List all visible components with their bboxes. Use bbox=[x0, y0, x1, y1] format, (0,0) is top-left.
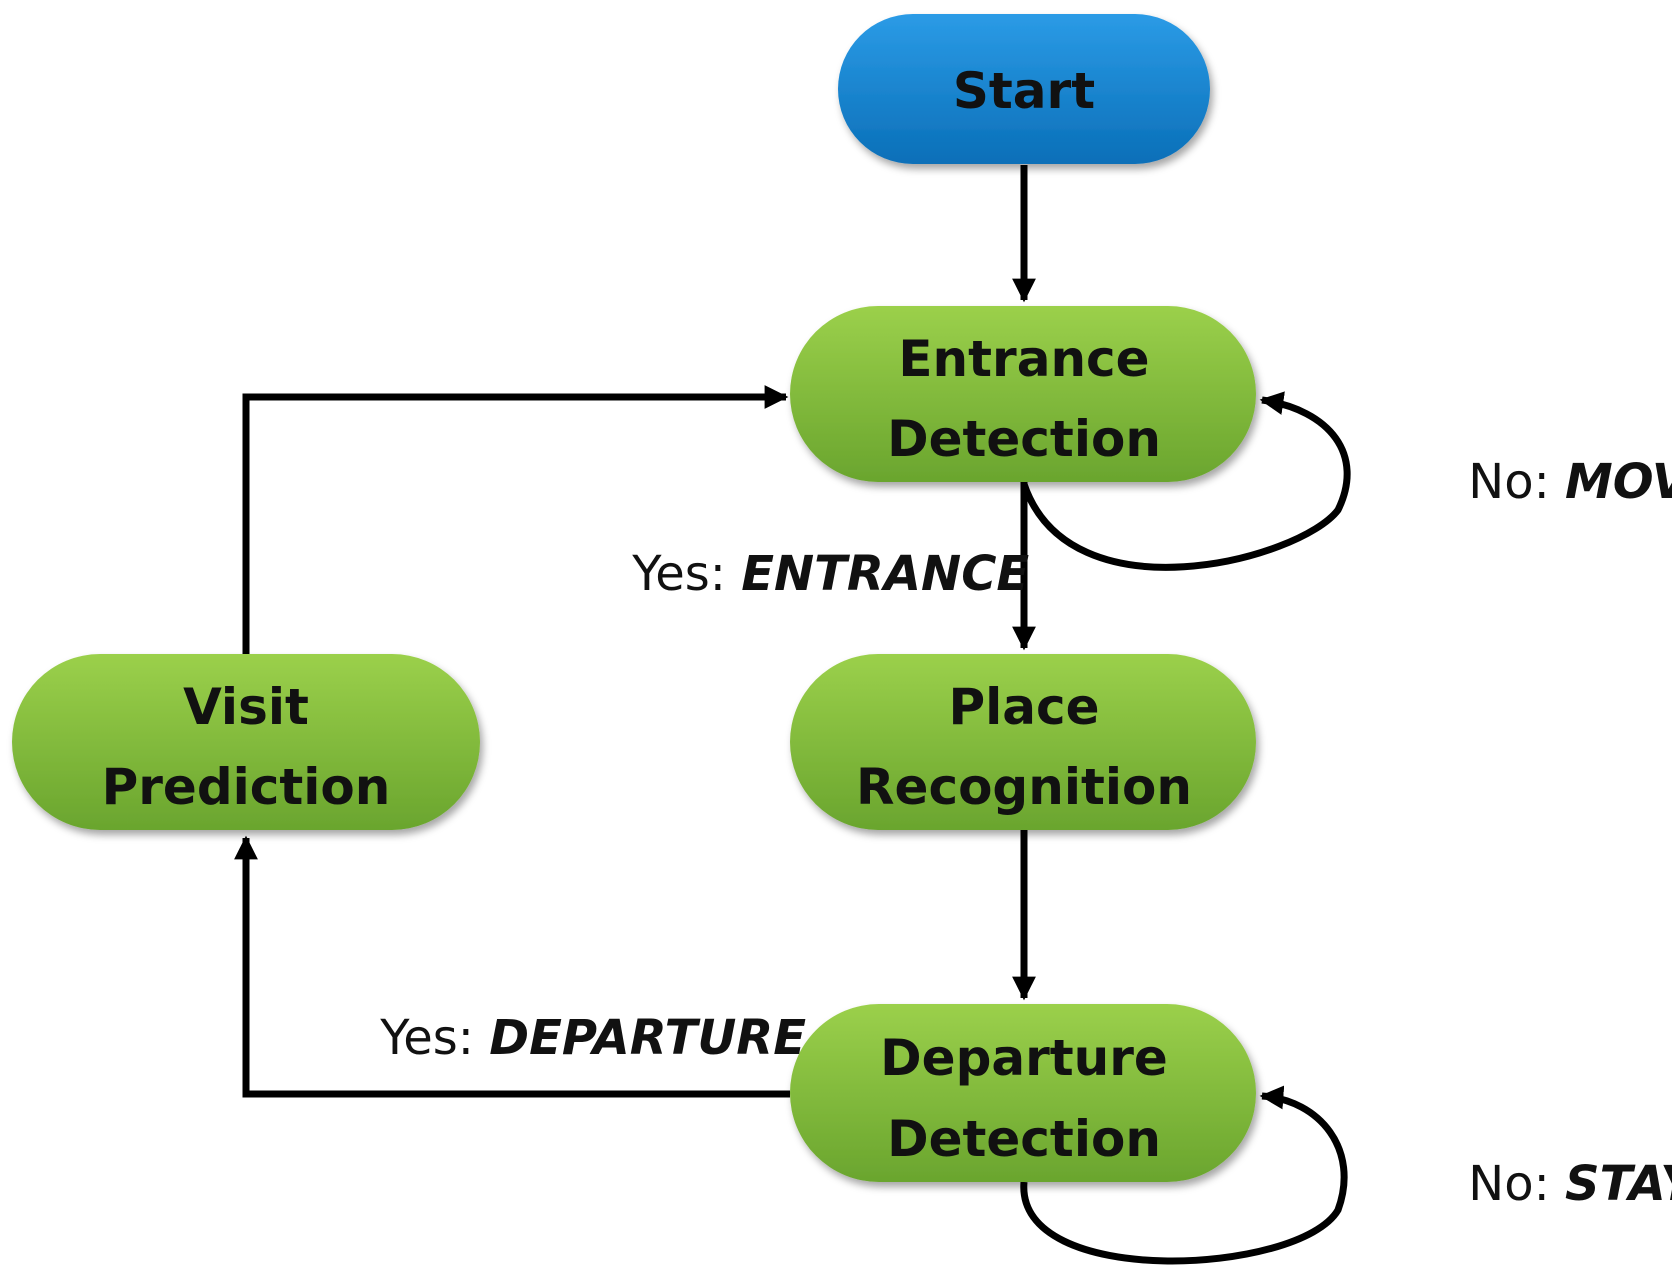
edge-label-departure-yes: Yes: DEPARTURE bbox=[304, 1010, 852, 1066]
start-node: Start bbox=[838, 14, 1210, 164]
edge-label-departure-no: No: STAY bbox=[1392, 1156, 1672, 1212]
visit-prediction-label-line2: Prediction bbox=[102, 758, 391, 816]
edge-departure-to-visit bbox=[234, 835, 790, 1098]
departure-detection-label-line1: Departure bbox=[880, 1029, 1168, 1087]
edge-label-entrance-no-value: MOVE bbox=[1565, 454, 1672, 510]
edge-label-entrance-no-prefix: No: bbox=[1468, 454, 1565, 510]
departure-detection-label-line2: Detection bbox=[887, 1110, 1161, 1168]
edge-departure-self-loop bbox=[1020, 1085, 1348, 1265]
visit-prediction-label-line1: Visit bbox=[183, 678, 309, 736]
edge-label-entrance-yes-value: ENTRANCE bbox=[741, 546, 1029, 602]
edge-visit-to-entrance bbox=[242, 385, 789, 654]
edge-label-departure-yes-value: DEPARTURE bbox=[489, 1010, 806, 1066]
edge-entrance-self-loop bbox=[1020, 391, 1351, 571]
edge-label-entrance-no: No: MOVE bbox=[1392, 454, 1672, 510]
place-recognition-node: Place Recognition bbox=[790, 654, 1256, 830]
entrance-detection-label-line1: Entrance bbox=[898, 330, 1149, 388]
visit-prediction-node: Visit Prediction bbox=[12, 654, 480, 830]
start-label: Start bbox=[953, 62, 1095, 120]
departure-detection-node: Departure Detection bbox=[790, 1004, 1256, 1182]
edge-label-entrance-yes-prefix: Yes: bbox=[631, 546, 741, 602]
edge-label-departure-no-prefix: No: bbox=[1468, 1156, 1565, 1212]
edge-label-entrance-yes: Yes: ENTRANCE bbox=[556, 546, 1075, 602]
place-recognition-label-line2: Recognition bbox=[856, 758, 1192, 816]
entrance-detection-label-line2: Detection bbox=[887, 410, 1161, 468]
edge-label-departure-no-value: STAY bbox=[1565, 1156, 1672, 1212]
entrance-detection-node: Entrance Detection bbox=[790, 306, 1256, 482]
edge-label-departure-yes-prefix: Yes: bbox=[379, 1010, 489, 1066]
place-recognition-label-line1: Place bbox=[948, 678, 1099, 736]
